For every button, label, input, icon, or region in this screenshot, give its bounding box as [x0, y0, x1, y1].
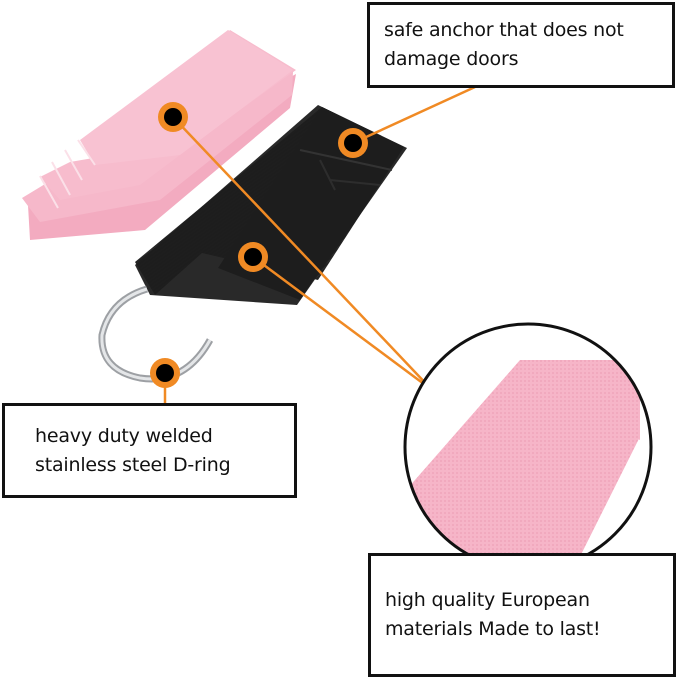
callout-material-line1: high quality European	[385, 589, 590, 611]
callout-safe-anchor: safe anchor that does not damage doors	[367, 2, 675, 88]
leader-lines	[163, 85, 476, 404]
callout-material-line2: materials Made to last!	[385, 618, 601, 640]
callout-dring-line2: stainless steel D-ring	[35, 453, 231, 476]
callout-material: high quality European materials Made to …	[368, 553, 676, 677]
callout-anchor-line2: damage doors	[384, 48, 519, 70]
dring-marker	[150, 358, 180, 388]
callout-anchor-line1: safe anchor that does not	[384, 19, 624, 41]
callout-d-ring: heavy duty welded stainless steel D-ring	[2, 403, 297, 498]
anchor-marker	[338, 128, 368, 158]
callout-dring-line1: heavy duty welded	[35, 424, 213, 447]
d-ring	[98, 285, 214, 383]
pink-strap-marker	[158, 102, 188, 132]
strap-middle-marker	[238, 242, 268, 272]
